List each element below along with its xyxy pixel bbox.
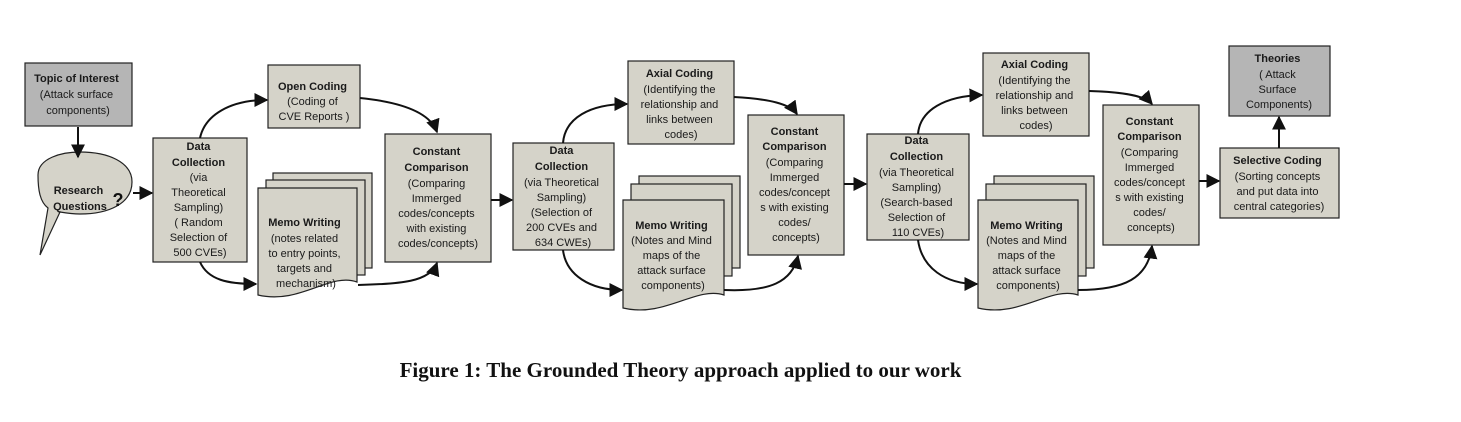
svg-text:Memo Writing (Notes and: Memo Writing (Notes and Mind maps of the… bbox=[631, 220, 715, 292]
arrow-memo3-to-cc3 bbox=[1077, 244, 1158, 291]
svg-text:Selective Coding (Sortin: Selective Coding (Sorting concepts and p… bbox=[1233, 155, 1325, 213]
selective-coding-box: Selective Coding (Sorting concepts and p… bbox=[1219, 147, 1340, 219]
svg-text:Memo Writing (notes rela: Memo Writing (notes related to entry poi… bbox=[268, 217, 344, 290]
arrow-dc2-to-memo2 bbox=[562, 249, 624, 297]
svg-text:Topic of Interest (Attac: Topic of Interest (Attack surface compon… bbox=[34, 73, 122, 117]
arrow-dc3-to-memo3 bbox=[917, 239, 979, 291]
arrow-dc1-to-memo1 bbox=[199, 261, 258, 291]
constant-comparison-1-box: Constant Comparison (Comparing Immerged … bbox=[384, 133, 492, 263]
arrow-dc1-to-open-coding bbox=[199, 93, 269, 139]
arrow-dc2-to-axial1 bbox=[562, 97, 629, 144]
arrow-open-coding-to-cc1 bbox=[359, 97, 440, 134]
memo-writing-2-stack: Memo Writing (Notes and Mind maps of the… bbox=[622, 175, 741, 311]
constant-comparison-2-box: Constant Comparison (Comparing Immerged … bbox=[747, 114, 845, 256]
figure-caption: Figure 1: The Grounded Theory approach a… bbox=[399, 358, 962, 382]
arrow-memo2-to-cc2 bbox=[723, 254, 802, 292]
svg-text:Data Collection (v: Data Collection (via Theoretical Samplin… bbox=[170, 141, 231, 259]
memo-writing-1-stack: Memo Writing (notes related to entry poi… bbox=[257, 172, 373, 298]
svg-text:Memo Writing (Notes and: Memo Writing (Notes and Mind maps of the… bbox=[986, 220, 1070, 292]
open-coding-box: Open Coding (Coding of CVE Reports ) bbox=[267, 64, 361, 129]
data-collection-2-box: Data Collection (via Theoretical Samplin… bbox=[512, 142, 615, 251]
arrow-memo1-to-cc1 bbox=[357, 261, 440, 286]
svg-text:Data Collection (v: Data Collection (via Theoretical Samplin… bbox=[524, 145, 602, 249]
svg-text:Constant Comparison: Constant Comparison (Comparing Immerged … bbox=[398, 146, 478, 250]
svg-text:Axial Coding (Identifyin: Axial Coding (Identifying the relationsh… bbox=[641, 68, 722, 141]
svg-text:Data Collection (v: Data Collection (via Theoretical Samplin… bbox=[879, 135, 957, 239]
research-questions-bubble: Research Questions ? bbox=[37, 151, 133, 256]
data-collection-1-box: Data Collection (via Theoretical Samplin… bbox=[152, 137, 248, 263]
svg-text:Research Questions: Research Questions bbox=[53, 185, 107, 213]
arrow-axial2-to-cc3 bbox=[1088, 89, 1153, 106]
topic-of-interest-box: Topic of Interest (Attack surface compon… bbox=[24, 62, 133, 127]
arrow-axial1-to-cc2 bbox=[733, 96, 798, 116]
arrows bbox=[71, 88, 1286, 297]
axial-coding-1-box: Axial Coding (Identifying the relationsh… bbox=[627, 60, 735, 145]
svg-text:?: ? bbox=[113, 190, 124, 210]
arrow-dc3-to-axial2 bbox=[917, 88, 984, 135]
svg-text:Open Coding (Coding of: Open Coding (Coding of CVE Reports ) bbox=[278, 81, 350, 123]
svg-text:Constant Comparison: Constant Comparison (Comparing Immerged … bbox=[759, 126, 833, 244]
theories-box: Theories ( Attack Surface Components) bbox=[1228, 45, 1331, 117]
axial-coding-2-box: Axial Coding (Identifying the relationsh… bbox=[982, 52, 1090, 137]
svg-text:Axial Coding (Identifyin: Axial Coding (Identifying the relationsh… bbox=[996, 59, 1077, 132]
grounded-theory-diagram: Topic of Interest (Attack surface compon… bbox=[24, 45, 1340, 311]
svg-text:Constant Comparison: Constant Comparison (Comparing Immerged … bbox=[1114, 116, 1188, 234]
data-collection-3-box: Data Collection (via Theoretical Samplin… bbox=[866, 133, 970, 241]
svg-text:Theories ( Attack: Theories ( Attack Surface Components) bbox=[1246, 53, 1312, 111]
memo-writing-3-stack: Memo Writing (Notes and Mind maps of the… bbox=[977, 175, 1095, 311]
constant-comparison-3-box: Constant Comparison (Comparing Immerged … bbox=[1102, 104, 1200, 246]
